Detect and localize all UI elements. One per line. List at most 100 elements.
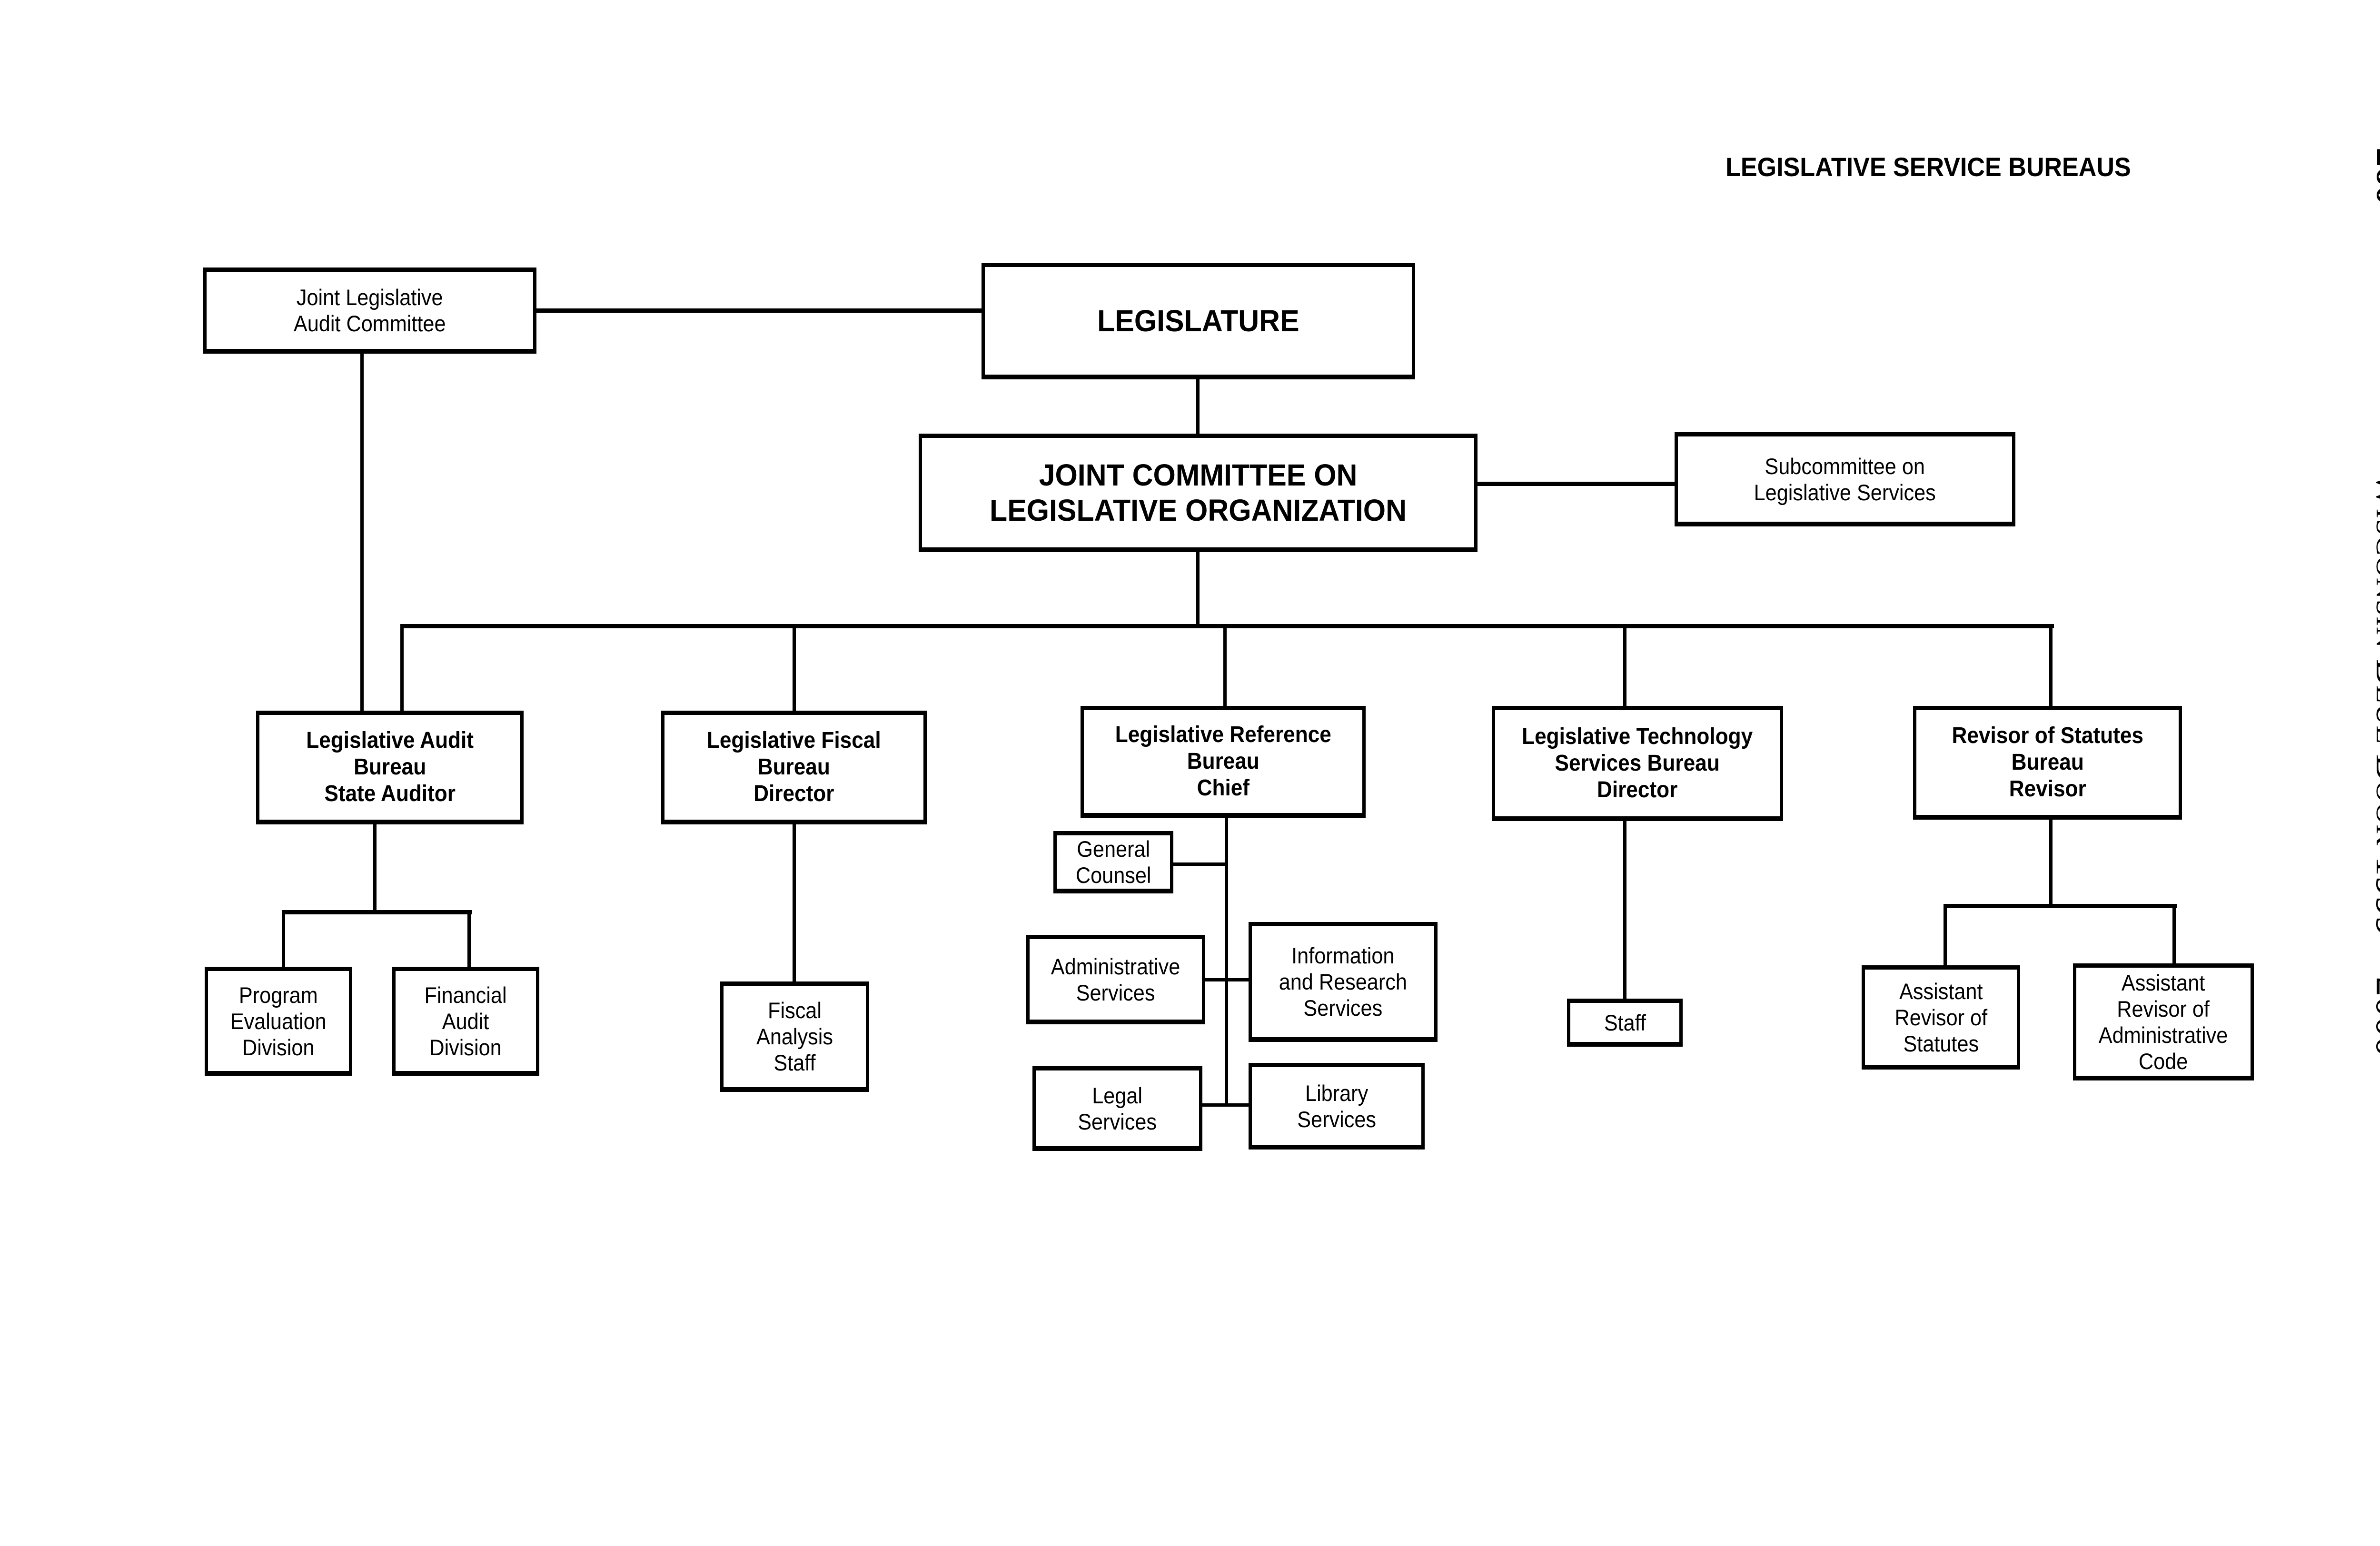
spine-part: LUE [2370, 685, 2380, 744]
connector-legislature-jcolo [1196, 379, 1200, 434]
connector-reference-trunk [1225, 818, 1228, 1107]
box-label: Information [1291, 943, 1395, 968]
box-label: Services [1076, 980, 1155, 1005]
box-label: Bureau [757, 754, 831, 780]
running-header: LEGISLATIVE SERVICE BUREAUS [1726, 152, 2131, 182]
page-number: 260 [2369, 148, 2380, 205]
box-legislative-fiscal-bureau: Legislative Fiscal Bureau Director [661, 711, 927, 824]
box-subcommittee-legislative-services: Subcommittee on Legislative Services [1675, 432, 2015, 526]
box-label: Counsel [1075, 862, 1151, 888]
connector-audit-down [373, 824, 377, 912]
connector-admin-services [1205, 978, 1249, 981]
box-label: Legal [1092, 1082, 1143, 1108]
box-jcolo: JOINT COMMITTEE ON LEGISLATIVE ORGANIZAT… [919, 434, 1478, 552]
box-label: Revisor [2009, 776, 2086, 802]
box-label: Audit Committee [294, 311, 446, 336]
spine-part: ISCONSIN [2370, 508, 2380, 649]
box-label: Services [1078, 1109, 1157, 1134]
box-label: State Auditor [324, 781, 456, 806]
box-label: Director [1597, 777, 1678, 803]
box-label: Financial [424, 982, 507, 1008]
connector-general-counsel [1173, 862, 1227, 866]
box-label: Revisor of [1894, 1004, 1987, 1030]
box-assistant-revisor-statutes: Assistant Revisor of Statutes [1862, 965, 2020, 1070]
box-library-services: Library Services [1249, 1063, 1425, 1150]
connector-technology-down [1623, 821, 1626, 999]
drop-revisor [2049, 624, 2053, 706]
connector-jcolo-bus [1196, 552, 1200, 627]
box-label: Legislative Technology [1522, 723, 1753, 749]
box-legislature: LEGISLATURE [982, 263, 1415, 379]
box-joint-legislative-audit-committee: Joint Legislative Audit Committee [203, 268, 536, 354]
box-revisor-of-statutes-bureau: Revisor of Statutes Bureau Revisor [1913, 706, 2182, 820]
spine-title: WISCONSIN BLUE BOOK 1999 – 2000 [2367, 471, 2380, 1057]
box-label: JOINT COMMITTEE ON [1039, 458, 1358, 492]
connector-fiscal-down [793, 824, 796, 982]
box-fiscal-analysis-staff: Fiscal Analysis Staff [720, 981, 869, 1092]
box-legislative-audit-bureau: Legislative Audit Bureau State Auditor [256, 711, 524, 824]
box-label: Fiscal [768, 998, 822, 1023]
drop-reference [1223, 624, 1227, 706]
box-label: Program [239, 982, 318, 1008]
spine-part: B [2368, 744, 2380, 781]
audit-sub-bus [282, 910, 472, 914]
box-technology-staff: Staff [1567, 999, 1683, 1047]
box-label: Staff [1604, 1010, 1646, 1035]
box-label: LEGISLATIVE ORGANIZATION [990, 493, 1407, 527]
box-label: General [1077, 836, 1150, 862]
box-label: Division [242, 1034, 315, 1060]
box-label: Services [1303, 995, 1383, 1021]
drop-audit [400, 624, 404, 711]
box-label: Legislative Reference [1115, 722, 1331, 747]
box-label: Code [2139, 1048, 2188, 1074]
box-legislative-technology-services-bureau: Legislative Technology Services Bureau D… [1492, 706, 1783, 821]
box-label: Statutes [1903, 1031, 1979, 1056]
box-label: Audit [442, 1008, 489, 1034]
box-label: Revisor of Statutes [1952, 723, 2143, 748]
drop-asst-statutes [1944, 904, 1947, 965]
connector-jcolo-subcommittee [1478, 482, 1675, 486]
box-label: Legislative Services [1754, 479, 1936, 505]
box-label: Subcommittee on [1765, 453, 1925, 479]
drop-technology [1623, 624, 1626, 706]
spine-part: 1999 – 2000 [2368, 856, 2380, 1057]
connector-audit-committee-bureau [360, 354, 364, 711]
box-label: Administrative [2099, 1022, 2228, 1048]
box-financial-audit-division: Financial Audit Division [392, 967, 539, 1076]
box-label: Legislative Audit [306, 728, 474, 753]
box-label: Director [754, 781, 834, 806]
box-label: Evaluation [230, 1008, 327, 1034]
box-label: Assistant [2122, 970, 2205, 995]
box-label: Revisor of [2117, 996, 2210, 1021]
drop-fiscal [793, 624, 796, 711]
box-administrative-services: Administrative Services [1026, 935, 1205, 1024]
box-label: Library [1305, 1080, 1368, 1106]
box-label: Bureau [1187, 749, 1259, 774]
box-label: Chief [1197, 775, 1250, 801]
box-label: Joint Legislative [297, 285, 443, 310]
spine-part: W [2368, 471, 2380, 508]
box-label: LEGISLATURE [1097, 304, 1299, 338]
spine-part: B [2368, 648, 2380, 685]
spine-part: OOK [2370, 781, 2380, 846]
connector-legal-library [1202, 1103, 1249, 1107]
box-label: Services Bureau [1555, 750, 1720, 776]
box-general-counsel: General Counsel [1053, 831, 1173, 893]
box-label: Analysis [756, 1024, 833, 1049]
bureau-bus-line [400, 624, 2054, 628]
box-label: Division [429, 1034, 502, 1060]
box-label: Assistant [1899, 978, 1983, 1004]
box-label: Administrative [1051, 953, 1180, 979]
box-assistant-revisor-administrative-code: Assistant Revisor of Administrative Code [2073, 963, 2254, 1080]
box-label: and Research [1279, 969, 1408, 994]
box-program-evaluation-division: Program Evaluation Division [205, 967, 352, 1076]
box-legislative-reference-bureau: Legislative Reference Bureau Chief [1081, 706, 1366, 818]
revisor-sub-bus [1944, 904, 2177, 908]
box-information-research-services: Information and Research Services [1249, 922, 1438, 1042]
drop-financial-audit [467, 910, 471, 967]
box-label: Services [1297, 1106, 1376, 1132]
box-label: Staff [774, 1050, 816, 1075]
drop-asst-admin-code [2172, 904, 2176, 964]
box-label: Legislative Fiscal [707, 728, 881, 753]
box-label: Bureau [353, 754, 426, 780]
